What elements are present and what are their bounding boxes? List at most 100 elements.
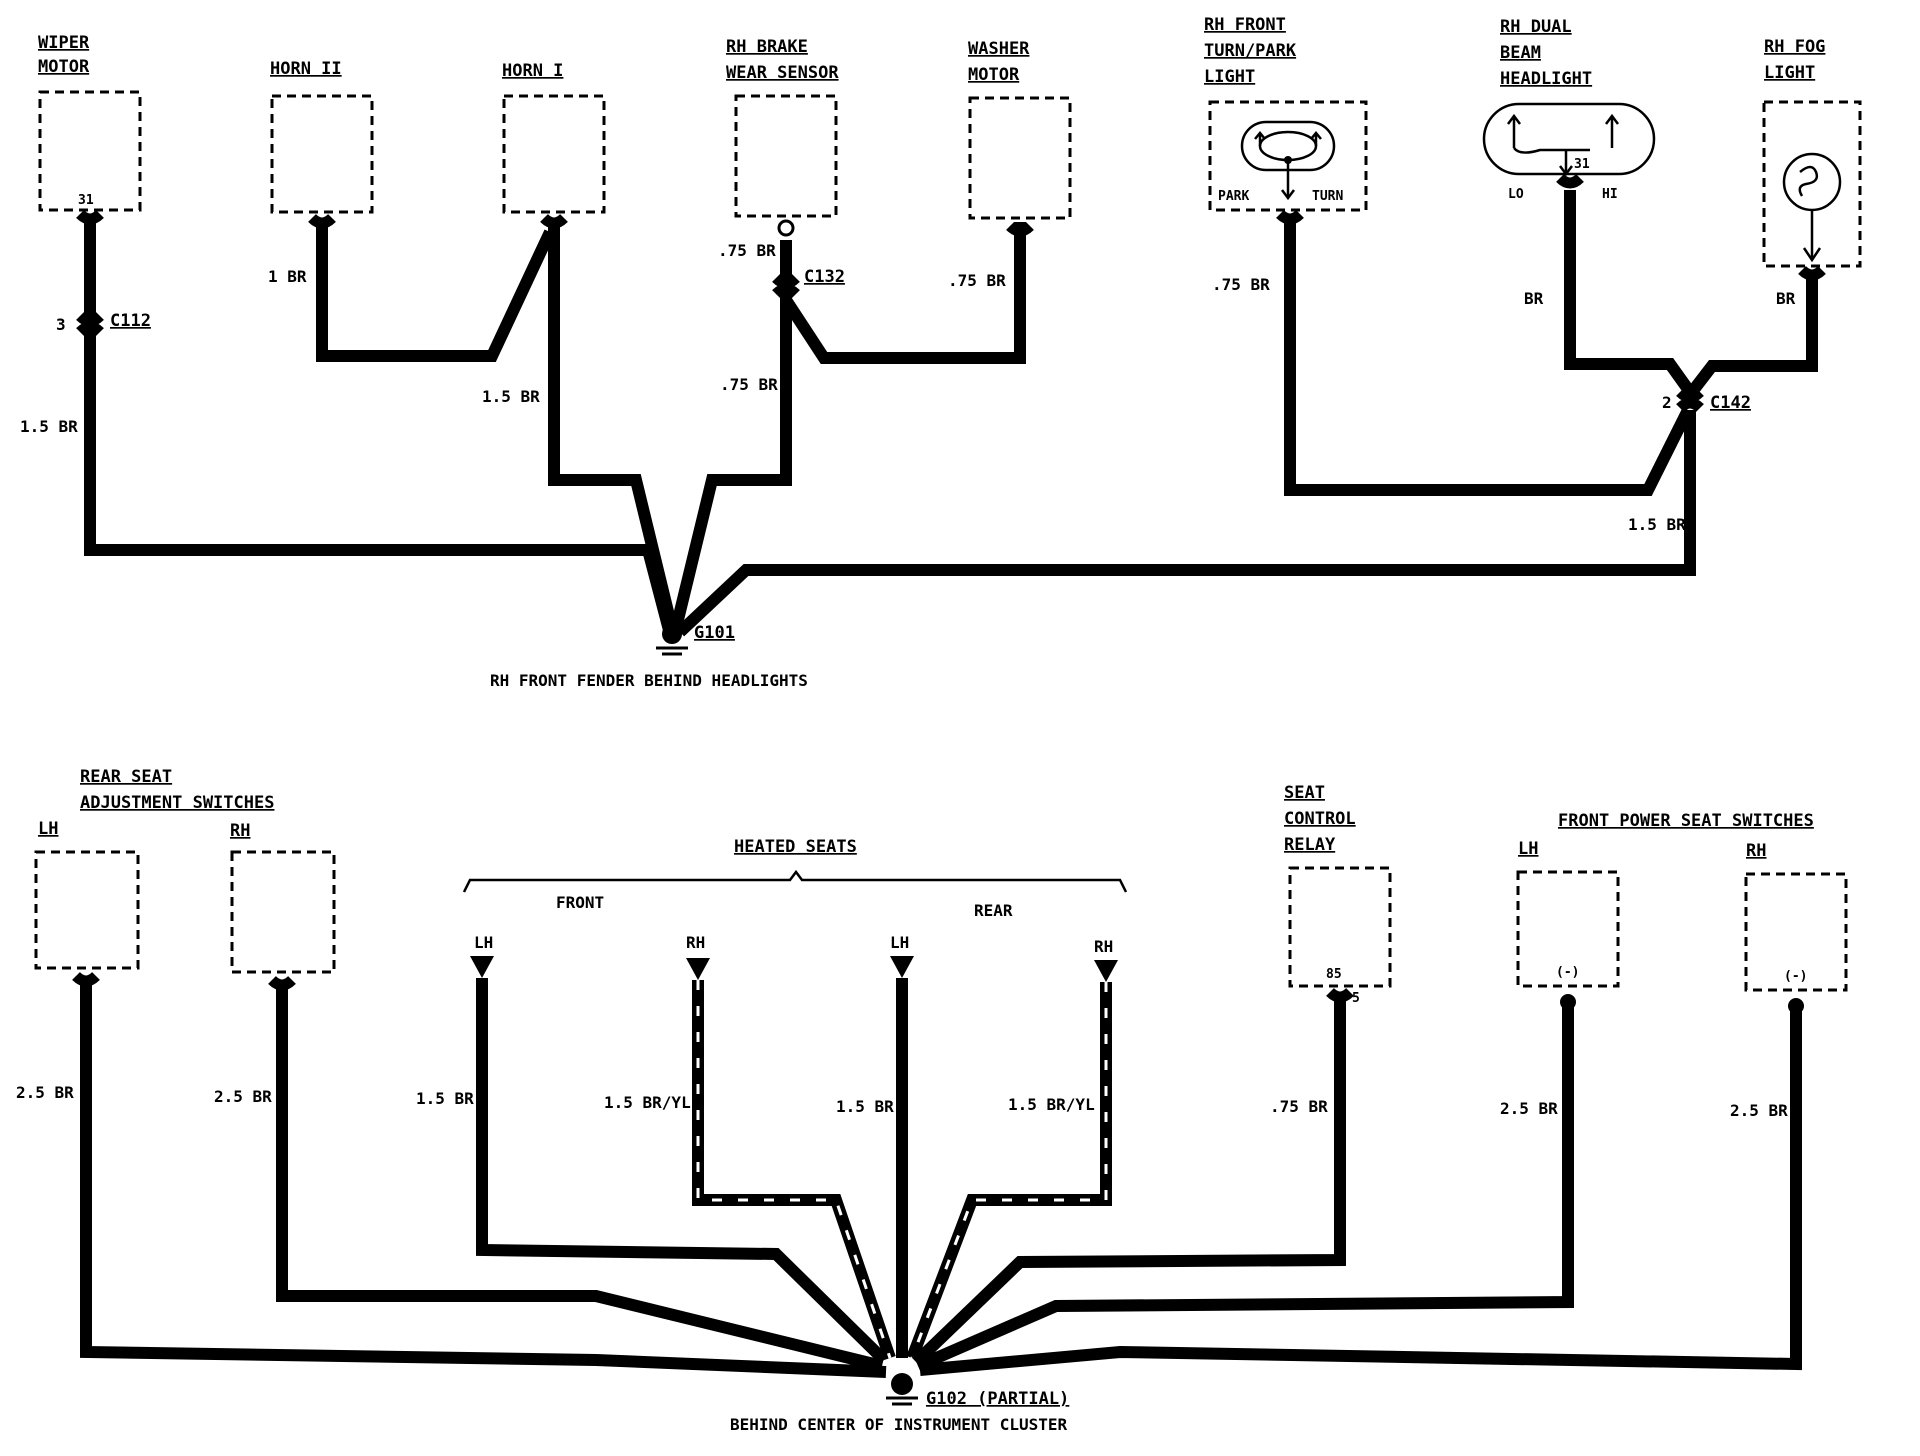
turn-park-park-label: PARK	[1218, 189, 1249, 204]
rear-seat-rh-wire	[276, 984, 884, 1372]
front-power-rh-neg: (-)	[1784, 969, 1807, 984]
fog-light-label-2: LIGHT	[1764, 63, 1815, 83]
fog-bulb-icon	[1782, 152, 1842, 263]
wire-label-rear-seat-rh: 2.5 BR	[214, 1087, 272, 1106]
heated-rear-rh-terminal	[1094, 960, 1118, 982]
front-power-rh-label: RH	[1746, 841, 1766, 861]
rh-brake-wear-sensor: RH BRAKE WEAR SENSOR	[726, 37, 839, 218]
wire-label-horn2: 1 BR	[268, 267, 307, 286]
fog-light-box	[1762, 100, 1862, 268]
ground-g101: G101 RH FRONT FENDER BEHIND HEADLIGHTS	[490, 623, 808, 690]
wiper-motor-label-1: WIPER	[38, 33, 90, 53]
front-power-label: FRONT POWER SEAT SWITCHES	[1558, 811, 1814, 831]
horn-2-wire	[316, 222, 556, 362]
washer-motor-wire	[780, 222, 1026, 364]
turn-park-label-3: LIGHT	[1204, 67, 1255, 87]
c142-label: C142	[1710, 393, 1751, 413]
brake-sensor-label-2: WEAR SENSOR	[726, 63, 839, 83]
ground-icon	[662, 624, 682, 644]
c142-to-g101-wire	[675, 410, 1696, 637]
relay-label-2: CONTROL	[1284, 809, 1356, 829]
heated-front-lh-terminal	[470, 956, 494, 978]
wiper-motor-pin: 31	[78, 193, 94, 208]
wiper-motor-box	[38, 90, 142, 212]
front-power-rh-box	[1744, 872, 1848, 992]
connector-c132: C132	[772, 219, 845, 299]
rh-fog-light: RH FOG LIGHT	[1762, 37, 1862, 268]
wire-label-heated-rear-lh: 1.5 BR	[836, 1097, 894, 1116]
heated-seats: HEATED SEATS FRONT REAR LH RH LH RH	[462, 837, 1128, 982]
heated-seats-bracket	[462, 869, 1128, 893]
ground-g102: G102 (PARTIAL) BEHIND CENTER OF INSTRUME…	[730, 1373, 1069, 1434]
wire-label-front-power-rh: 2.5 BR	[1730, 1101, 1788, 1120]
heated-front-rh-terminal	[686, 958, 710, 980]
relay-pin-inside: 85	[1326, 967, 1342, 982]
wire-label-heated-front-rh: 1.5 BR/YL	[604, 1093, 691, 1112]
wiper-motor-wire	[84, 222, 648, 556]
heated-seats-title: HEATED SEATS	[734, 837, 857, 857]
g101-location: RH FRONT FENDER BEHIND HEADLIGHTS	[490, 671, 808, 690]
heated-seats-rear: REAR	[974, 901, 1013, 920]
wire-label-headlight: BR	[1524, 289, 1544, 308]
wire-label-wiper: 1.5 BR	[20, 417, 78, 436]
front-power-lh-wire	[915, 1004, 1574, 1372]
horn-1: HORN I	[502, 61, 606, 214]
heated-rear-lh-terminal	[890, 956, 914, 978]
brake-sensor-wire	[670, 240, 792, 630]
front-power-lh-neg: (-)	[1556, 965, 1579, 980]
headlight-pin: 31	[1574, 157, 1590, 172]
wiper-motor-label-2: MOTOR	[38, 57, 90, 77]
headlight-lo-label: LO	[1508, 187, 1524, 202]
heated-front-rh-wire	[692, 980, 896, 1360]
wire-label-washer: .75 BR	[948, 271, 1006, 290]
c112-label: C112	[110, 311, 151, 331]
headlight-label-1: RH DUAL	[1500, 17, 1572, 37]
wire-label-heated-rear-rh: 1.5 BR/YL	[1008, 1095, 1095, 1114]
seat-control-relay: SEAT CONTROL RELAY 85 5	[1284, 783, 1392, 1006]
c132-label: C132	[804, 267, 845, 287]
rear-seat-lh-label: LH	[38, 819, 58, 839]
wire-label-heated-front-lh: 1.5 BR	[416, 1089, 474, 1108]
rear-seat-lh-wire	[80, 980, 887, 1378]
fog-light-label-1: RH FOG	[1764, 37, 1825, 57]
rear-seat-lh-box	[34, 850, 140, 970]
bottom-pin-sockets	[72, 971, 1354, 1003]
bottom-wires	[80, 978, 1802, 1378]
c112-pin: 3	[56, 315, 66, 334]
g102-location: BEHIND CENTER OF INSTRUMENT CLUSTER	[730, 1415, 1068, 1434]
brake-sensor-label-1: RH BRAKE	[726, 37, 808, 57]
washer-motor-label-1: WASHER	[968, 39, 1030, 59]
horn-1-box	[502, 94, 606, 214]
rh-front-turn-park-light: RH FRONT TURN/PARK LIGHT PARK TURN	[1204, 15, 1368, 212]
g102-label: G102 (PARTIAL)	[926, 1389, 1069, 1409]
wire-label-rear-seat-lh: 2.5 BR	[16, 1083, 74, 1102]
headlight-wire	[1564, 190, 1695, 396]
top-wires	[84, 190, 1818, 637]
c142-pin: 2	[1662, 393, 1672, 412]
horn-1-wire	[548, 222, 678, 630]
wire-label-front-power-lh: 2.5 BR	[1500, 1099, 1558, 1118]
rear-seat-rh-box	[230, 850, 336, 974]
bottom-ground-circuit: REAR SEAT ADJUSTMENT SWITCHES LH RH HEAT…	[16, 767, 1848, 1434]
relay-label-1: SEAT	[1284, 783, 1325, 803]
connector-c112: 3 C112	[56, 311, 151, 337]
fog-light-wire	[1687, 276, 1818, 396]
horn-2-label: HORN II	[270, 59, 342, 79]
turn-park-box	[1208, 100, 1368, 212]
heated-front-rh-label: RH	[686, 933, 705, 952]
relay-label-3: RELAY	[1284, 835, 1336, 855]
heated-front-lh-wire	[476, 978, 889, 1365]
turn-park-wire	[1284, 222, 1694, 496]
washer-motor: WASHER MOTOR	[968, 39, 1072, 220]
horn-1-label: HORN I	[502, 61, 563, 81]
top-ground-circuit: WIPER MOTOR 31 HORN II HORN I RH BRAKE W…	[20, 15, 1862, 690]
rh-dual-beam-headlight: RH DUAL BEAM HEADLIGHT 31 LO HI	[1482, 17, 1656, 202]
heated-front-lh-label: LH	[474, 933, 493, 952]
turn-park-label-2: TURN/PARK	[1204, 41, 1297, 61]
wire-label-relay: .75 BR	[1270, 1097, 1328, 1116]
brake-sensor-box	[734, 94, 838, 218]
rear-seat-label-2: ADJUSTMENT SWITCHES	[80, 793, 274, 813]
top-pin-sockets	[76, 173, 1826, 281]
turn-park-turn-label: TURN	[1312, 189, 1343, 204]
